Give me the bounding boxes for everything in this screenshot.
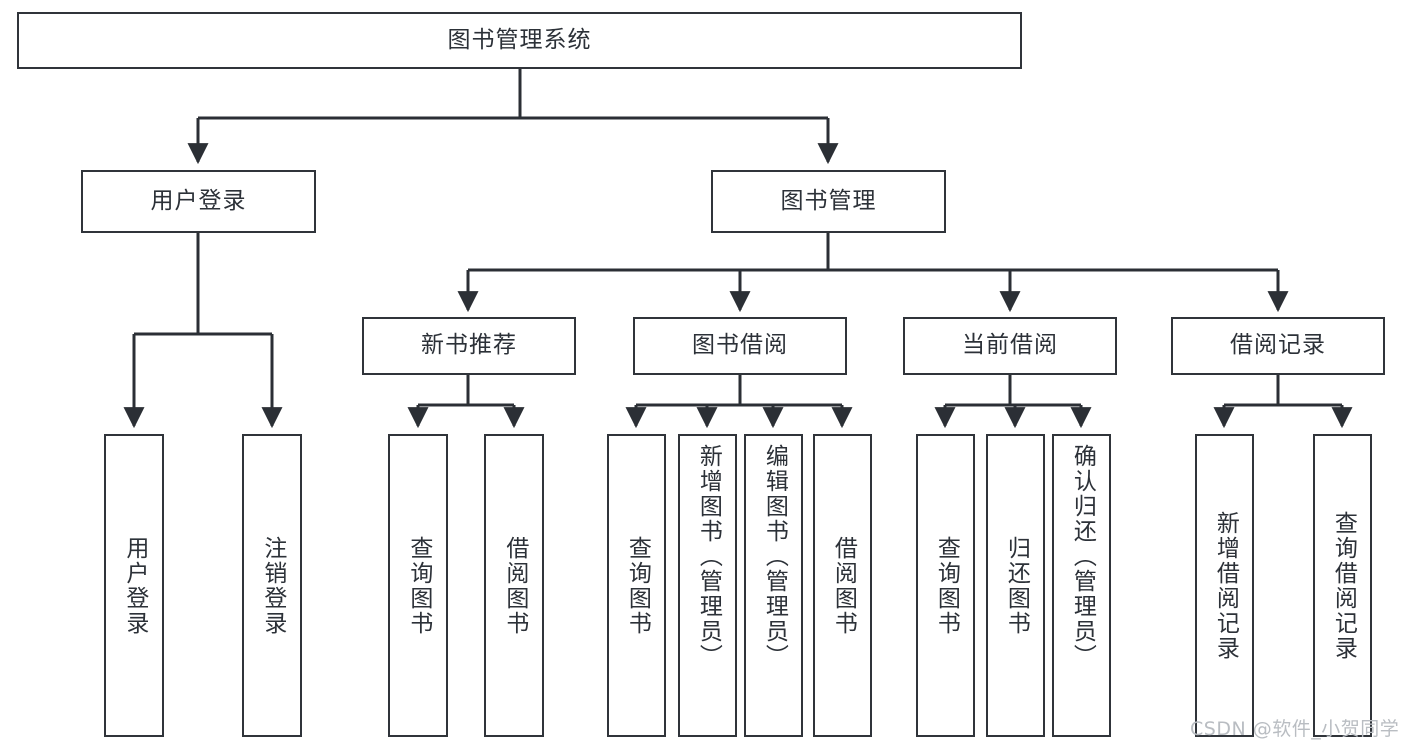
leaf-label: 注销登录 <box>259 535 286 636</box>
leaf-borrow-record-add[interactable]: 新增借阅记录 <box>1195 434 1254 737</box>
leaf-label: 查询图书 <box>933 535 960 636</box>
leaf-label: 新增图书（管理员） <box>695 444 722 669</box>
leaf-label: 归还图书 <box>1003 535 1030 636</box>
node-user-login[interactable]: 用户登录 <box>81 170 316 233</box>
leaf-label: 查询图书 <box>624 535 651 636</box>
leaf-user-login-login[interactable]: 用户登录 <box>104 434 164 737</box>
leaf-label: 新增借阅记录 <box>1212 510 1239 661</box>
leaf-current-borrow-confirm[interactable]: 确认归还（管理员） <box>1052 434 1111 737</box>
leaf-new-book-query[interactable]: 查询图书 <box>388 434 448 737</box>
leaf-label: 确认归还（管理员） <box>1069 444 1096 669</box>
leaf-label: 查询借阅记录 <box>1330 510 1357 661</box>
node-new-book-recommend[interactable]: 新书推荐 <box>362 317 576 375</box>
leaf-book-borrow-edit[interactable]: 编辑图书（管理员） <box>744 434 803 737</box>
csdn-watermark: CSDN @软件_小贺同学 <box>1190 718 1400 740</box>
leaf-label: 编辑图书（管理员） <box>761 444 788 669</box>
leaf-borrow-record-query[interactable]: 查询借阅记录 <box>1313 434 1372 737</box>
node-book-manage[interactable]: 图书管理 <box>711 170 946 233</box>
leaf-new-book-borrow[interactable]: 借阅图书 <box>484 434 544 737</box>
leaf-label: 用户登录 <box>121 535 148 636</box>
leaf-label: 借阅图书 <box>830 535 857 636</box>
node-book-borrow[interactable]: 图书借阅 <box>633 317 847 375</box>
node-current-borrow[interactable]: 当前借阅 <box>903 317 1117 375</box>
leaf-book-borrow-add[interactable]: 新增图书（管理员） <box>678 434 737 737</box>
leaf-book-borrow-borrow[interactable]: 借阅图书 <box>813 434 872 737</box>
leaf-label: 借阅图书 <box>501 535 528 636</box>
leaf-label: 查询图书 <box>405 535 432 636</box>
node-root-system[interactable]: 图书管理系统 <box>17 12 1022 69</box>
leaf-current-borrow-query[interactable]: 查询图书 <box>916 434 975 737</box>
leaf-current-borrow-return[interactable]: 归还图书 <box>986 434 1045 737</box>
leaf-book-borrow-query[interactable]: 查询图书 <box>607 434 666 737</box>
node-borrow-record[interactable]: 借阅记录 <box>1171 317 1385 375</box>
leaf-user-login-logout[interactable]: 注销登录 <box>242 434 302 737</box>
